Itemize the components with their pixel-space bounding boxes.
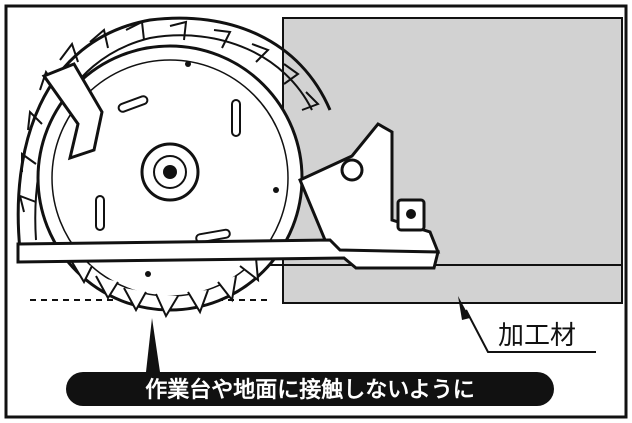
blade-slots [95,95,241,244]
warning-text: 作業台や地面に接触しないように [145,377,475,403]
blade-dot [273,187,279,193]
saw-teeth-lower [71,257,260,319]
blade-dot [145,271,151,277]
guard-lever [41,62,104,161]
workpiece-block [282,17,623,304]
workpiece-callout: 加工材 [458,296,596,353]
diagram-border [4,4,628,419]
base-plate [16,238,440,270]
circular-saw-illustration [16,16,441,319]
blade-dot [185,61,191,67]
warning-banner: 作業台や地面に接触しないように [66,372,554,406]
bracket-knob [340,158,364,182]
blade-hub-center [163,165,177,179]
saw-teeth-upper [18,20,320,213]
workpiece-label: 加工材 [498,321,576,351]
callout-line [465,309,596,353]
warning-pointer [146,318,160,372]
depth-lock-screw [406,209,416,219]
